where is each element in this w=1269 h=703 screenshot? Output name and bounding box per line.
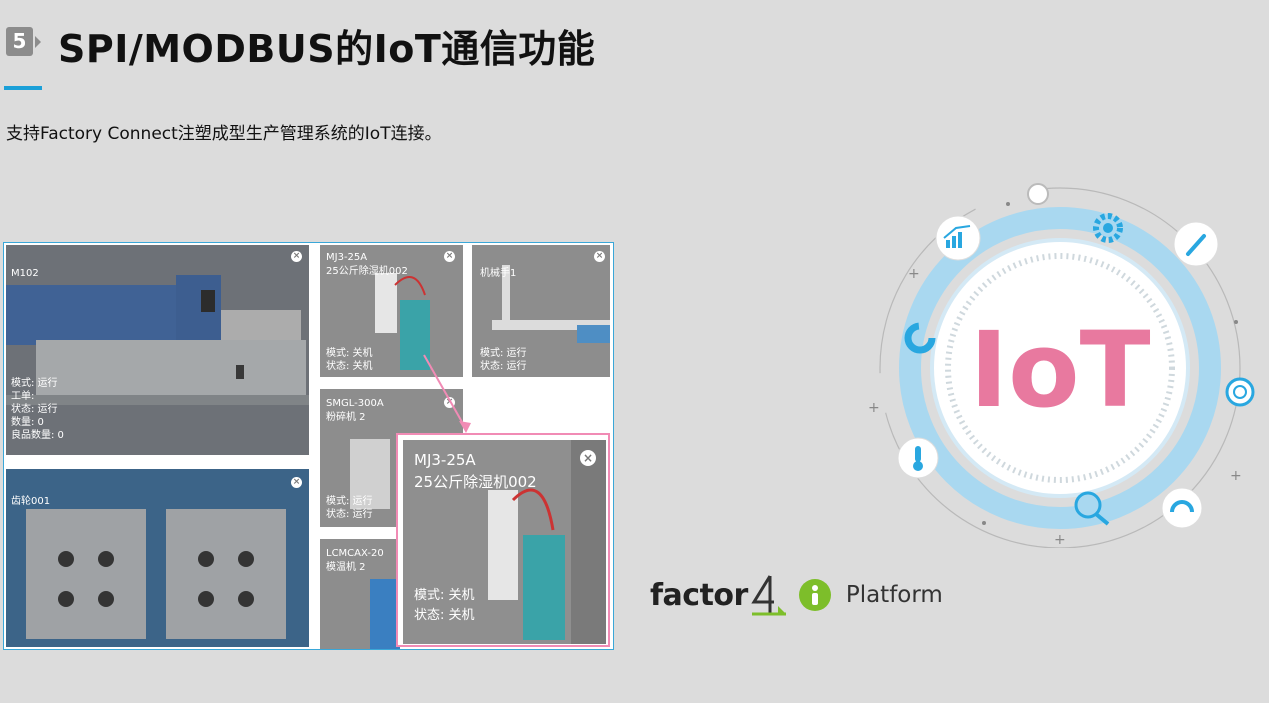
tile-line: 良品数量: 0: [11, 430, 64, 441]
tile-name: SMGL-300A: [326, 398, 384, 409]
tile-name: MJ3-25A: [326, 252, 368, 263]
close-icon[interactable]: ×: [580, 450, 596, 466]
popup-status: 状态: 关机: [414, 608, 475, 623]
factor4-platform-logo: factor Platform: [650, 570, 943, 620]
close-icon[interactable]: ×: [444, 397, 455, 408]
pie-chart-icon: [904, 322, 936, 354]
iot-outer-ring: [899, 207, 1221, 529]
brand-platform-text: Platform: [845, 582, 943, 608]
tile-name: 机械手1: [480, 268, 517, 279]
section-number-badge: 5: [6, 27, 33, 56]
tile-line: 状态: 运行: [11, 404, 58, 415]
popup-panel: MJ3-25A 25公斤除湿机002 模式: 关机 状态: 关机 ×: [403, 440, 606, 644]
tile-line: 模式: 关机: [326, 348, 373, 359]
machine-tile: LCMCAX-20 模温机 2: [320, 539, 400, 649]
machine-tile: MJ3-25A 25公斤除湿机002 模式: 关机 状态: 关机 ×: [320, 245, 463, 377]
close-icon[interactable]: ×: [594, 251, 605, 262]
title-underline: [4, 86, 42, 90]
magnifier-icon: [1074, 491, 1110, 526]
svg-text:+: +: [868, 400, 880, 416]
iot-graphic: IoT + + + +: [868, 183, 1255, 548]
tile-line: 状态: 运行: [480, 361, 527, 372]
badge-arrow-icon: [35, 36, 41, 48]
robot-arm-image: [492, 265, 610, 343]
page-title: SPI/MODBUS的IoT通信功能: [58, 27, 596, 71]
tile-line: 状态: 关机: [326, 361, 373, 372]
close-icon[interactable]: ×: [291, 477, 302, 488]
svg-text:+: +: [1230, 468, 1242, 484]
page-subtitle: 支持Factory Connect注塑成型生产管理系统的IoT连接。: [6, 124, 442, 144]
tile-line: 状态: 运行: [326, 509, 373, 520]
tile-line: 工单:: [11, 391, 35, 402]
tile-shade: [6, 245, 309, 455]
iot-label: IoT: [969, 309, 1150, 431]
popup-mode: 模式: 关机: [414, 588, 475, 603]
svg-text:+: +: [1054, 532, 1066, 548]
svg-text:+: +: [908, 266, 920, 282]
machine-tile: 机械手1 模式: 运行 状态: 运行 ×: [472, 245, 610, 377]
close-icon[interactable]: ×: [444, 251, 455, 262]
popup-title: MJ3-25A: [414, 451, 476, 469]
tile-name: 齿轮001: [11, 496, 51, 507]
wrench-icon: [1173, 221, 1219, 267]
tile-name: M102: [11, 268, 39, 279]
brand-factor-text: factor: [650, 577, 748, 613]
machine-detail-popup[interactable]: MJ3-25A 25公斤除湿机002 模式: 关机 状态: 关机 ×: [396, 433, 610, 647]
tile-line: 数量: 0: [11, 417, 44, 428]
tile-line: 模式: 运行: [480, 348, 527, 359]
gauge-icon: [1225, 377, 1255, 407]
tile-subname: 模温机 2: [326, 562, 366, 573]
gear-icon: [1093, 213, 1123, 243]
mold-image: [26, 509, 286, 639]
tile-subname: 25公斤除湿机002: [326, 266, 408, 277]
mold-temp-unit-image: [370, 579, 400, 649]
close-icon[interactable]: ×: [291, 251, 302, 262]
tile-shade: [6, 469, 309, 647]
dryer-image-large: [488, 440, 606, 644]
popup-subtitle: 25公斤除湿机002: [414, 473, 537, 491]
machine-tile: M102 模式: 运行 工单: 状态: 运行 数量: 0 良品数量: 0 ×: [6, 245, 309, 455]
thermometer-icon: [897, 437, 939, 479]
tile-subname: 粉碎机 2: [326, 412, 366, 423]
speedometer-icon: [1161, 487, 1203, 529]
tile-name: LCMCAX-20: [326, 548, 384, 559]
info-icon: [798, 579, 831, 611]
dashboard-screenshot: M102 模式: 运行 工单: 状态: 运行 数量: 0 良品数量: 0 × M…: [3, 242, 614, 650]
tile-line: 模式: 运行: [11, 378, 58, 389]
trend-chart-icon: [935, 215, 981, 261]
tile-line: 模式: 运行: [326, 496, 373, 507]
crusher-image: [350, 439, 390, 509]
brand-digit-four: [751, 575, 786, 616]
machine-tile: 齿轮001 ×: [6, 469, 309, 647]
injection-machine-image: [6, 275, 309, 405]
